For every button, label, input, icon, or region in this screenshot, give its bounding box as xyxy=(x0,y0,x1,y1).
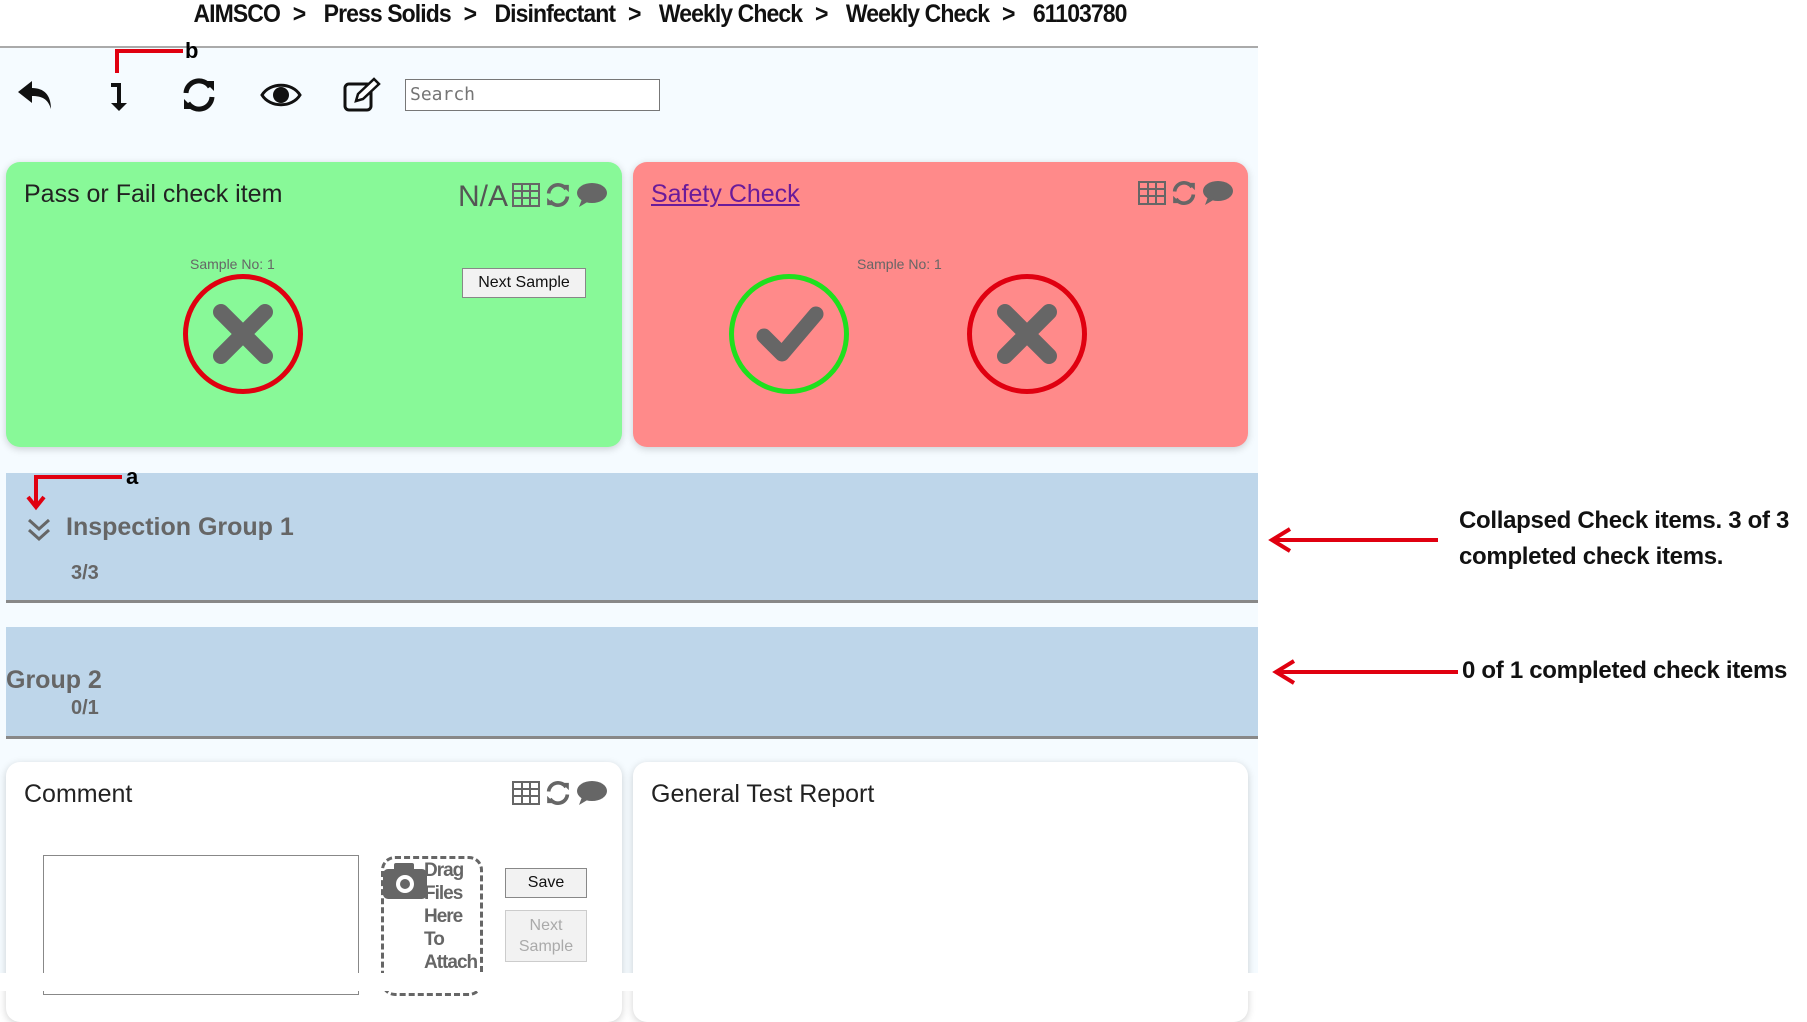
bottom-blank xyxy=(0,973,1807,991)
annotation-line xyxy=(115,49,119,73)
inspection-group-1[interactable]: Inspection Group 1 3/3 xyxy=(6,473,1258,603)
check-item-title-link[interactable]: Safety Check xyxy=(651,180,800,208)
breadcrumb-item[interactable]: Weekly Check xyxy=(658,0,803,28)
eye-icon[interactable] xyxy=(259,75,303,115)
breadcrumb-item[interactable]: Press Solids xyxy=(323,0,452,28)
next-sample-button[interactable]: Next Sample xyxy=(462,268,586,298)
check-icon xyxy=(756,306,824,362)
annotation-label-b: b xyxy=(185,38,199,63)
status-na[interactable]: N/A xyxy=(457,180,508,213)
refresh-icon[interactable] xyxy=(1170,180,1198,211)
table-icon[interactable] xyxy=(512,781,540,810)
comment-input[interactable] xyxy=(43,855,359,995)
sample-number: Sample No: 1 xyxy=(857,256,942,272)
undo-icon[interactable] xyxy=(14,75,58,115)
comment-icon[interactable] xyxy=(576,780,608,811)
camera-icon xyxy=(383,863,427,899)
annotation-arrow-down xyxy=(26,475,46,511)
refresh-icon[interactable] xyxy=(544,780,572,811)
comment-title: Comment xyxy=(24,780,133,808)
report-title: General Test Report xyxy=(651,780,875,808)
group-count: 0/1 xyxy=(71,697,99,719)
breadcrumb-item[interactable]: Disinfectant xyxy=(494,0,616,28)
breadcrumb-item[interactable]: Weekly Check xyxy=(845,0,990,28)
file-drop-zone[interactable]: Drag Files Here To Attach xyxy=(381,856,483,996)
save-button[interactable]: Save xyxy=(505,868,587,898)
annotation-group2-note: 0 of 1 completed check items xyxy=(1462,657,1788,684)
fail-button[interactable] xyxy=(967,274,1087,394)
group-2[interactable]: Group 2 0/1 xyxy=(6,627,1258,739)
comment-icon[interactable] xyxy=(1202,180,1234,211)
pass-button[interactable] xyxy=(729,274,849,394)
x-icon xyxy=(997,304,1057,364)
chevron-double-down-icon[interactable] xyxy=(26,517,52,543)
annotation-arrow-left xyxy=(1272,659,1458,685)
check-item-title: Pass or Fail check item xyxy=(24,180,283,208)
next-sample-button[interactable]: Next Sample xyxy=(505,910,587,962)
breadcrumb-item: 61103780 xyxy=(1032,0,1128,28)
fail-button[interactable] xyxy=(183,274,303,394)
annotation-line xyxy=(34,475,122,479)
table-icon[interactable] xyxy=(1138,181,1166,210)
group-title: Group 2 xyxy=(6,666,102,694)
refresh-icon[interactable] xyxy=(544,182,572,213)
group-count: 3/3 xyxy=(71,562,99,584)
check-item-card: Pass or Fail check item N/A Sample No: 1… xyxy=(6,162,622,447)
breadcrumb: AIMSCO> Press Solids> Disinfectant> Week… xyxy=(193,0,1128,28)
comment-icon[interactable] xyxy=(576,182,608,213)
search-input[interactable] xyxy=(405,79,660,111)
table-icon[interactable] xyxy=(512,182,540,212)
check-item-card: Safety Check Sample No: 1 xyxy=(633,162,1248,447)
drop-zone-label: Drag Files Here To Attach xyxy=(424,860,478,973)
group-title: Inspection Group 1 xyxy=(66,513,294,541)
breadcrumb-item[interactable]: AIMSCO xyxy=(193,0,280,28)
annotation-label-a: a xyxy=(126,464,139,489)
annotation-arrow-left xyxy=(1268,527,1438,553)
download-arrow-icon[interactable] xyxy=(97,75,141,115)
refresh-icon[interactable] xyxy=(177,75,221,115)
x-icon xyxy=(213,304,273,364)
annotation-line xyxy=(115,49,183,53)
sample-number: Sample No: 1 xyxy=(190,256,275,272)
edit-icon[interactable] xyxy=(340,75,384,115)
